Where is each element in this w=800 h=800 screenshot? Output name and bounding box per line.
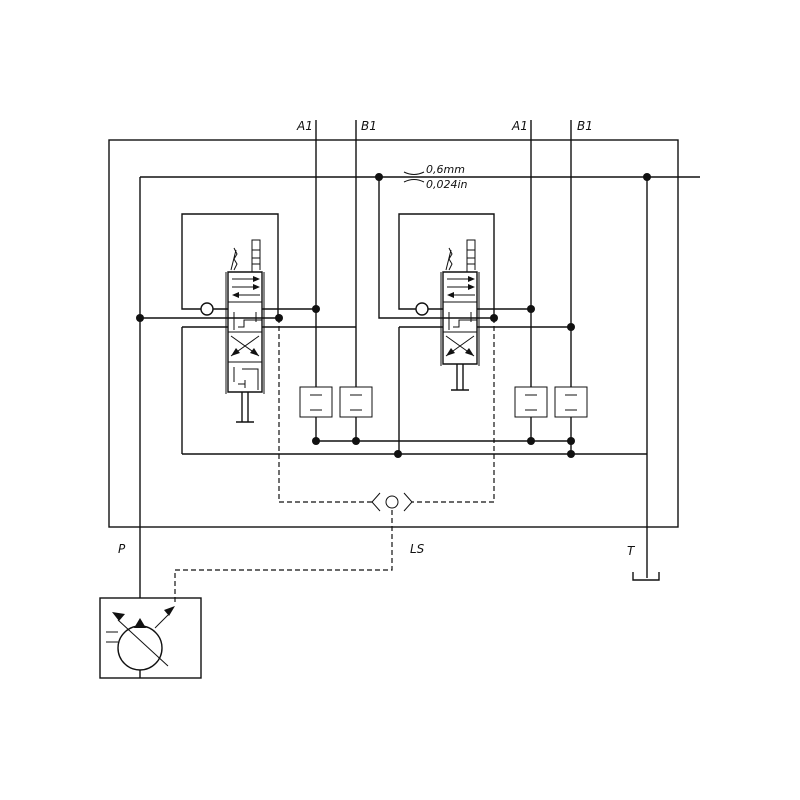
orifice-size-in: 0,024in: [426, 178, 468, 191]
flow-direction-icon: [134, 618, 146, 628]
work-port-lines: [262, 120, 572, 454]
check-valve-icon: [200, 302, 214, 316]
valve-block-housing: [108, 139, 679, 528]
variable-arrow-icon: [117, 619, 169, 667]
port-label-b1-right: B1: [577, 119, 593, 133]
orifice-icon: [403, 171, 425, 183]
spool-valve-2[interactable]: [440, 239, 480, 391]
tank-icon: [632, 572, 660, 581]
pressure-lines: [139, 176, 700, 598]
drive-shaft-icon: [106, 631, 118, 643]
lever-detent-icon: [466, 239, 476, 272]
load-sense-lines: [174, 318, 495, 603]
port-label-b1-left: B1: [361, 119, 377, 133]
port-label-a1-right: A1: [511, 119, 528, 133]
spring-icon: [230, 247, 238, 271]
check-valve-icon: [415, 302, 429, 316]
port-label-t: T: [627, 544, 636, 558]
spring-icon: [445, 247, 453, 271]
variable-pump[interactable]: [99, 597, 202, 679]
spool-valve-1[interactable]: [225, 239, 265, 423]
pilot-arrow-icon: [164, 606, 175, 616]
port-label-ls: LS: [410, 542, 425, 556]
orifice-size-mm: 0,6mm: [426, 163, 465, 176]
port-label-a1-left: A1: [296, 119, 313, 133]
shuttle-valve-icon: [371, 492, 413, 512]
lever-detent-icon: [251, 239, 261, 272]
port-valve-boxes: [299, 386, 588, 418]
junction-dots: [136, 173, 651, 458]
port-label-p: P: [118, 542, 126, 556]
tank-lines: [181, 326, 647, 455]
